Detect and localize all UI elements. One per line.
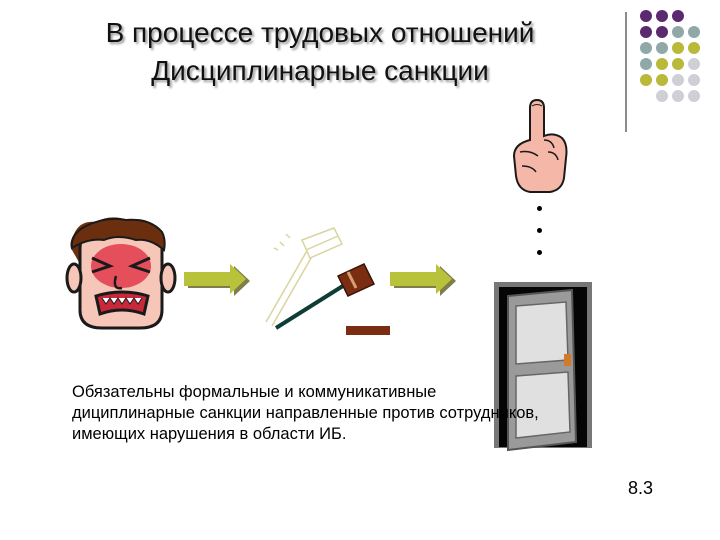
decor-dot	[688, 74, 700, 86]
angry-face-icon	[66, 214, 176, 334]
decor-dot	[672, 26, 684, 38]
decor-dot	[656, 58, 668, 70]
bullet-dot	[537, 206, 542, 211]
slide-title: В процессе трудовых отношений Дисциплина…	[20, 14, 620, 90]
decor-dot	[672, 90, 684, 102]
bullet-dot	[537, 250, 542, 255]
raised-finger-icon	[510, 100, 570, 196]
decor-dot	[656, 74, 668, 86]
decor-dot	[640, 26, 652, 38]
decor-dot	[656, 10, 668, 22]
decor-dot	[688, 42, 700, 54]
title-line-2: Дисциплинарные санкции	[20, 52, 620, 90]
decor-dot	[656, 26, 668, 38]
decor-dot	[656, 42, 668, 54]
bullet-dot	[537, 228, 542, 233]
decor-dot	[640, 58, 652, 70]
decor-dot	[656, 90, 668, 102]
decor-dot	[672, 74, 684, 86]
divider-line	[625, 12, 627, 132]
slide-number: 8.3	[628, 478, 653, 499]
decor-dot	[672, 42, 684, 54]
decor-dot	[672, 58, 684, 70]
decor-dot	[640, 10, 652, 22]
decor-dot	[640, 74, 652, 86]
decor-dot	[688, 58, 700, 70]
decor-dot	[688, 26, 700, 38]
title-line-1: В процессе трудовых отношений	[20, 14, 620, 52]
arrow-right-icon	[388, 264, 460, 298]
body-text: Обязательны формальные и коммуникативные…	[72, 382, 542, 445]
gavel-icon	[256, 222, 396, 342]
decor-dot	[688, 90, 700, 102]
arrow-right-icon	[182, 264, 254, 298]
decor-dot	[672, 10, 684, 22]
decor-dot	[640, 42, 652, 54]
